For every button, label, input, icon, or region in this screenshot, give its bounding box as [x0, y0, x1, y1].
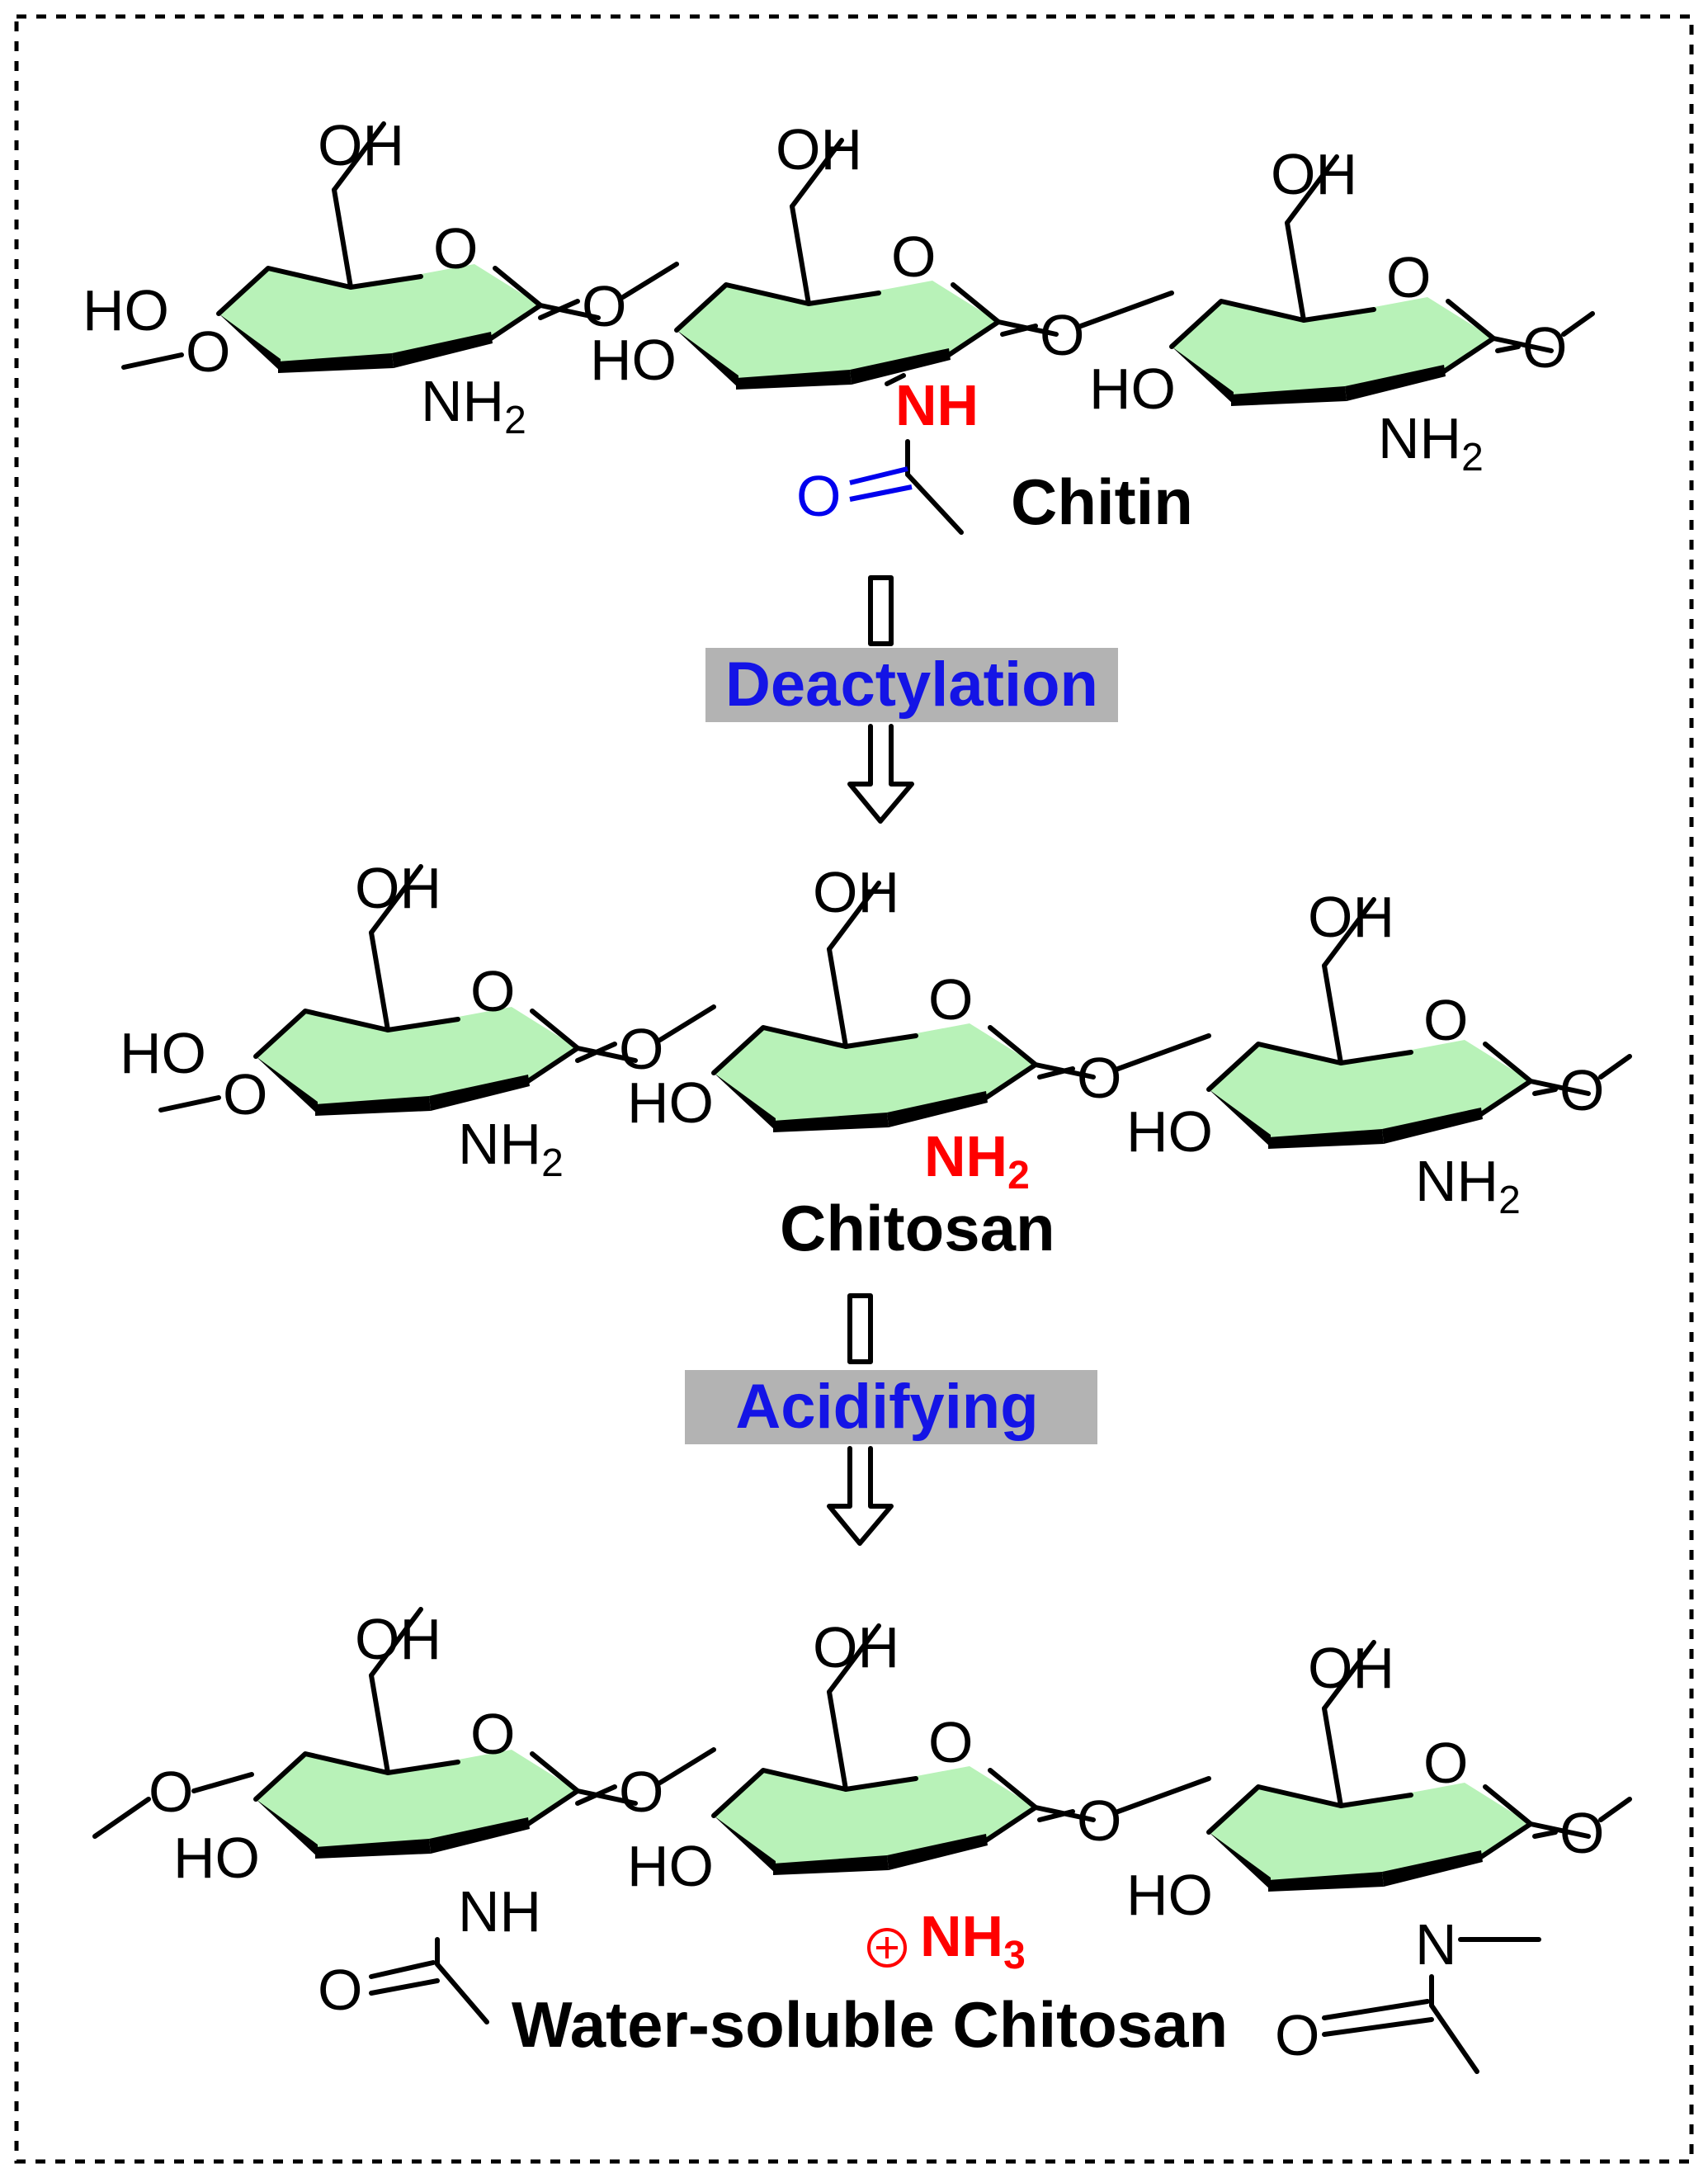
arrow-upper-shaft — [847, 1293, 873, 1364]
oh-label: OH — [813, 1615, 899, 1680]
oh-label: OH — [355, 1607, 441, 1671]
oh-label: OH — [776, 117, 862, 182]
down-arrow-icon — [827, 1446, 894, 1546]
dashed-border — [14, 14, 1694, 2164]
chitosan-molecule: OH OH OH O O O HO HO HO O O O O NH2 NH2 … — [120, 856, 1632, 1264]
ring-oxygen-label: O — [1386, 245, 1431, 309]
ring-oxygen-label: O — [1423, 988, 1468, 1052]
glycosidic-oxygen-label: O — [582, 274, 626, 338]
deacetylation-label: Deactylation — [725, 650, 1098, 720]
glycosidic-oxygen-label: O — [1077, 1046, 1121, 1110]
glycosidic-oxygen-label: O — [619, 1017, 663, 1081]
plus-in-circle-icon — [867, 1928, 907, 1968]
chitosan-name: Chitosan — [780, 1192, 1055, 1264]
glycosidic-oxygen-label: O — [1522, 315, 1567, 380]
carbonyl-double-bond — [849, 466, 908, 485]
arrow-upper-shaft — [868, 575, 894, 646]
carbonyl-oxygen-label: O — [796, 464, 841, 528]
glycosidic-oxygen-label: O — [619, 1760, 663, 1824]
carbonyl-oxygen-label: O — [1275, 2003, 1319, 2067]
glycosidic-oxygen-label: O — [223, 1062, 267, 1127]
ring-oxygen-label: O — [1423, 1731, 1468, 1795]
water-soluble-chitosan-molecule: OH OH OH O O O O O O O HO HO HO NH O NH3 — [92, 1607, 1632, 2074]
ho-label: HO — [627, 1070, 714, 1135]
oh-label: OH — [1308, 885, 1394, 949]
ring-oxygen-label: O — [470, 959, 515, 1023]
glycosidic-oxygen-label: O — [186, 319, 230, 384]
glycosidic-oxygen-label: O — [1040, 303, 1084, 367]
ho-label: HO — [173, 1826, 260, 1890]
acidifying-label: Acidifying — [735, 1372, 1038, 1442]
carbonyl-oxygen-label: O — [318, 1958, 362, 2022]
amine-label: NH2 — [1415, 1149, 1521, 1222]
ring-oxygen-label: O — [891, 224, 936, 289]
glycosidic-oxygen-label: O — [149, 1760, 193, 1824]
glycosidic-oxygen-label: O — [1559, 1801, 1604, 1865]
amine-label: NH2 — [1378, 406, 1484, 480]
ring-oxygen-label: O — [433, 216, 478, 281]
chitin-name: Chitin — [1011, 465, 1193, 538]
oh-label: OH — [318, 113, 404, 177]
ho-label: HO — [590, 328, 677, 392]
amine-label: NH2 — [458, 1112, 564, 1185]
ring-oxygen-label: O — [928, 1710, 973, 1774]
acetamide-nh-label: NH — [895, 373, 979, 437]
step-box — [685, 1370, 1097, 1444]
ho-label: HO — [627, 1834, 714, 1898]
ring-oxygen-label: O — [470, 1702, 515, 1766]
oh-label: OH — [355, 856, 441, 920]
acetamide-nh-label: NH — [458, 1879, 541, 1944]
water-soluble-chitosan-name: Water-soluble Chitosan — [512, 1988, 1228, 2061]
down-arrow-icon — [847, 724, 914, 824]
ammonium-label: NH3 — [920, 1904, 1026, 1977]
ho-label: HO — [1089, 357, 1176, 421]
oh-label: OH — [813, 860, 899, 924]
chitin-molecule: OH OH OH O O O HO HO HO O O O O NH2 NH2 … — [83, 113, 1595, 538]
glycosidic-oxygen-label: O — [1077, 1788, 1121, 1853]
glycosidic-oxygen-label: O — [1559, 1058, 1604, 1122]
acidifying-step: Acidifying — [685, 1293, 1097, 1546]
free-amine-label: NH2 — [924, 1124, 1030, 1198]
deacetylation-step: Deactylation — [705, 575, 1118, 824]
ring-oxygen-label: O — [928, 967, 973, 1032]
ho-label: HO — [83, 278, 169, 343]
ho-label: HO — [1126, 1099, 1213, 1164]
step-box — [705, 648, 1118, 722]
ho-label: HO — [1126, 1863, 1213, 1927]
oh-label: OH — [1308, 1636, 1394, 1700]
tertiary-amide-n-label: N — [1415, 1912, 1457, 1977]
oh-label: OH — [1271, 142, 1357, 206]
ho-label: HO — [120, 1021, 206, 1085]
amine-label: NH2 — [421, 369, 526, 442]
